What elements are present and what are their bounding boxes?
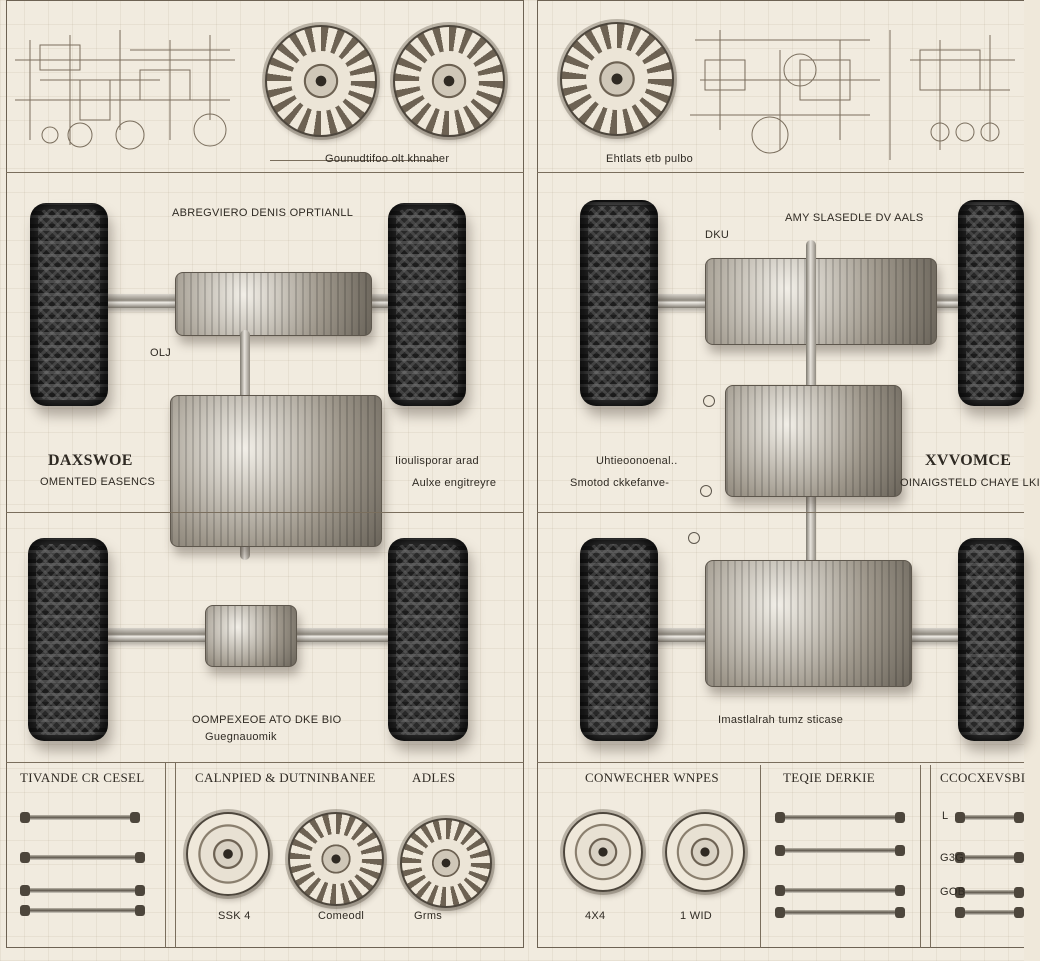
right-torque-bar-2	[775, 845, 905, 856]
left-top-gear-1	[265, 25, 377, 137]
right-bottom-divider-3	[930, 765, 931, 948]
left-title: DAXSWOE	[48, 452, 133, 469]
right-top-caption: Ehtlats etb pulbo	[606, 153, 694, 165]
right-blueprint-panel	[537, 0, 1024, 948]
left-section-title-2: CALNPIED & DUTNINBANEE	[195, 770, 376, 785]
left-top-rule	[6, 172, 524, 173]
left-bottom-gear-1	[186, 812, 270, 896]
right-front-left-tire	[580, 200, 658, 406]
left-top-caption-rule	[270, 160, 440, 161]
left-shaft-bar-2	[20, 852, 145, 863]
right-section-title-1: CONWECHER WNPES	[585, 770, 719, 785]
right-callout-left-2: Smotod ckkefanve-	[570, 477, 670, 489]
right-bottom-caption: Imastlalrah tumz sticase	[718, 714, 844, 726]
right-top-gear	[560, 22, 674, 136]
right-bottom-gear-1	[563, 812, 643, 892]
left-callout-right-2: Aulxe engitreyre	[412, 477, 497, 489]
left-section-title-3: ADLES	[412, 770, 456, 785]
left-bottom-rule	[6, 762, 524, 763]
right-subtitle: OINAIGSTELD CHAYE LKI	[900, 477, 1040, 489]
left-gear-label-1: SSK 4	[218, 910, 251, 922]
left-bottom-gear-2	[288, 812, 384, 906]
right-gearbox	[725, 385, 902, 497]
left-top-caption: Gounudtifoo olt khnaher	[325, 153, 450, 165]
left-callout-top: ABREGVIERO DENIS OPRTIANLL	[172, 207, 354, 219]
left-top-schematic	[10, 20, 240, 150]
left-rear-left-tire	[28, 538, 108, 741]
left-bottom-caption-2: Guegnauomik	[205, 731, 277, 743]
right-transfer-case	[705, 258, 937, 345]
right-shaft-bar-3	[955, 887, 1024, 898]
right-side-mark-1: L	[942, 810, 949, 822]
left-shaft-bar-3	[20, 885, 145, 896]
right-shaft-bar-4	[955, 907, 1024, 918]
right-gear-label-1: 4X4	[585, 910, 606, 922]
right-torque-bar-4	[775, 907, 905, 918]
right-bottom-divider-1	[760, 765, 761, 948]
left-top-gear-2	[393, 25, 505, 137]
left-front-differential	[175, 272, 372, 336]
right-rear-right-tire	[958, 538, 1024, 741]
left-gear-label-2: Comeodl	[318, 910, 365, 922]
right-torque-bar-1	[775, 812, 905, 823]
right-side-mark-2: G3G	[940, 852, 965, 864]
left-callout-right-1: Iioulisporar arad	[395, 455, 479, 467]
right-rear-left-tire	[580, 538, 658, 741]
left-bottom-caption-1: OOMPEXEOE ATO DKE BIO	[192, 714, 342, 726]
left-shaft-bar-1	[20, 812, 140, 823]
right-shaft-bar-1	[955, 812, 1024, 823]
left-bottom-gear-3	[400, 818, 492, 908]
right-front-right-tire	[958, 200, 1024, 406]
left-bottom-divider-2	[175, 762, 176, 948]
left-rear-right-tire	[388, 538, 468, 741]
right-gear-label-2: 1 WID	[680, 910, 713, 922]
right-callout-dot-2	[688, 532, 700, 544]
right-title: XVVOMCE	[925, 452, 1012, 469]
left-callout-small: OLJ	[150, 347, 172, 359]
left-front-right-tire	[388, 203, 466, 406]
right-callout-small: DKU	[705, 229, 730, 241]
right-rear-engine	[705, 560, 912, 687]
left-section-title-1: TIVANDE CR CESEL	[20, 770, 145, 785]
right-section-title-3: CCOCXEVSBI	[940, 770, 1026, 785]
left-engine-block	[170, 395, 382, 547]
right-torque-bar-3	[775, 885, 905, 896]
left-shaft-bar-4	[20, 905, 145, 916]
left-mid-rule	[6, 512, 524, 513]
right-bottom-gear-2	[665, 812, 745, 892]
left-bottom-divider-1	[165, 762, 166, 948]
left-gear-label-3: Grms	[414, 910, 443, 922]
right-bottom-rule	[537, 762, 1024, 763]
right-side-mark-3: GOB	[940, 886, 966, 898]
right-mid-rule	[537, 512, 1024, 513]
left-subtitle: OMENTED EASENCS	[40, 476, 156, 488]
right-section-title-2: TEQIE DERKIE	[783, 770, 876, 785]
right-bottom-divider-2	[920, 765, 921, 948]
right-callout-dot-1	[700, 485, 712, 497]
right-shaft-bar-2	[955, 852, 1024, 863]
right-top-schematic	[690, 20, 1020, 160]
left-front-left-tire	[30, 203, 108, 406]
right-callout-top: AMY SLASEDLE DV AALS	[785, 212, 924, 224]
left-rear-differential	[205, 605, 297, 667]
right-callout-left-1: Uhtieoonoenal..	[596, 455, 678, 467]
right-callout-dot-3	[703, 395, 715, 407]
right-top-rule	[537, 172, 1024, 173]
left-blueprint-panel	[6, 0, 524, 948]
